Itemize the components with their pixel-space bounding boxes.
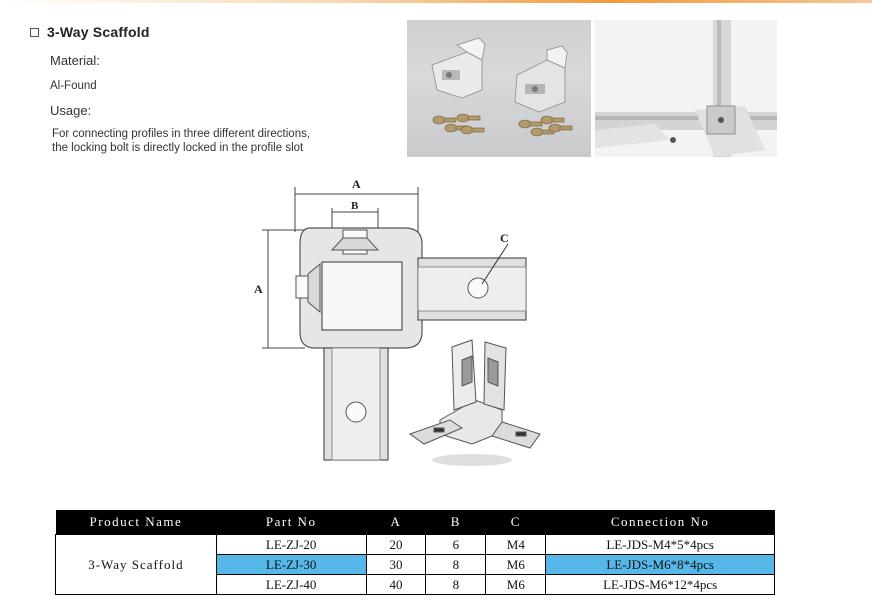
c-cell: M4: [485, 534, 547, 555]
dimension-diagram: A B C A: [240, 172, 580, 472]
part-no-cell: LE-ZJ-20: [215, 534, 367, 555]
title-row: 3-Way Scaffold: [30, 24, 150, 40]
checkbox-icon[interactable]: [30, 27, 39, 37]
dimension-b-label: B: [351, 200, 359, 212]
page-title: 3-Way Scaffold: [47, 24, 150, 40]
header-b: B: [425, 510, 486, 535]
a-cell: 40: [365, 574, 427, 595]
dimension-a-left-label: A: [254, 282, 263, 296]
connection-no-cell: LE-JDS-M6*12*4pcs: [545, 574, 775, 595]
bracket-photo-image: [431, 37, 573, 137]
header-connection-no: Connection No: [545, 510, 775, 535]
dimension-c-label: C: [500, 231, 509, 245]
b-cell: 8: [425, 554, 487, 575]
b-cell: 6: [425, 534, 487, 555]
header-product-name: Product Name: [55, 510, 217, 535]
part-no-cell: LE-ZJ-40: [215, 574, 367, 595]
frame-corner-image: [595, 20, 777, 157]
table-row[interactable]: LE-ZJ-40 40 8 M6 LE-JDS-M6*12*4pcs: [56, 574, 775, 595]
usage-description: For connecting profiles in three differe…: [52, 127, 392, 155]
material-value: Al-Found: [50, 80, 97, 92]
b-cell: 8: [425, 574, 487, 595]
diagram-drawing: A B C A: [254, 177, 541, 466]
material-label: Material:: [50, 53, 100, 68]
connection-no-cell: LE-JDS-M4*5*4pcs: [545, 534, 775, 555]
usage-label: Usage:: [50, 103, 92, 118]
header-c: C: [485, 510, 546, 535]
product-photo-brackets: [407, 20, 591, 157]
usage-line-1: For connecting profiles in three differe…: [52, 128, 311, 140]
specification-table: Product Name Part No A B C Connection No…: [55, 510, 775, 595]
table-header-row: Product Name Part No A B C Connection No: [55, 510, 775, 535]
c-cell: M6: [485, 554, 547, 575]
product-name-cell: 3-Way Scaffold: [55, 534, 217, 595]
part-no-cell: LE-ZJ-30: [215, 554, 367, 575]
header-part-no: Part No: [216, 510, 367, 535]
dimension-a-top-label: A: [352, 177, 361, 191]
usage-line-2: the locking bolt is directly locked in t…: [52, 142, 304, 154]
header-a: A: [366, 510, 426, 535]
table-row[interactable]: 3-Way Scaffold LE-ZJ-20 20 6 M4 LE-JDS-M…: [55, 534, 775, 595]
a-cell: 20: [365, 534, 427, 555]
table-row-selected[interactable]: LE-ZJ-30 30 8 M6 LE-JDS-M6*8*4pcs: [56, 554, 775, 575]
connection-no-cell: LE-JDS-M6*8*4pcs: [545, 554, 775, 575]
c-cell: M6: [485, 574, 547, 595]
product-photo-frame-corner: [595, 20, 777, 157]
a-cell: 30: [365, 554, 427, 575]
top-accent-bar: [0, 0, 872, 3]
